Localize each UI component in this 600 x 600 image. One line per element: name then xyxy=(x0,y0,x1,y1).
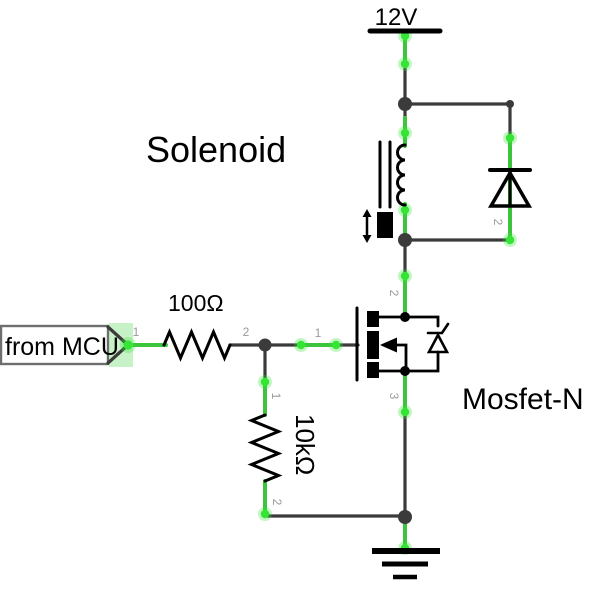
mosfet-source-node xyxy=(400,366,410,376)
mosfet-label[interactable]: Mosfet-N xyxy=(462,383,584,416)
body-diode-cathode xyxy=(426,322,450,335)
mosfet-symbol[interactable]: 1 2 3 xyxy=(315,290,450,400)
resistor-zigzag-icon xyxy=(247,413,283,483)
endpoint-dot[interactable] xyxy=(400,271,410,281)
endpoint-dot[interactable] xyxy=(505,133,515,143)
r2-pin2-number: 2 xyxy=(270,499,284,506)
resistor-r2-symbol[interactable]: 1 2 xyxy=(247,393,285,506)
mosfet-body-link xyxy=(394,343,408,371)
corner-dot[interactable] xyxy=(506,100,514,108)
mosfet-drain-contact xyxy=(367,311,379,327)
r2-pin1-number: 1 xyxy=(269,393,283,400)
r1-value-label[interactable]: 100Ω xyxy=(168,290,224,316)
net-label-from-mcu[interactable]: from MCU xyxy=(0,323,136,367)
r1-pin2-number: 2 xyxy=(243,325,250,339)
net-label-box xyxy=(0,324,110,366)
junction-dot[interactable] xyxy=(258,338,272,352)
mosfet-source-contact xyxy=(367,362,379,378)
endpoint-dot[interactable] xyxy=(260,509,270,519)
mosfet-source-pin-number: 3 xyxy=(387,393,401,400)
junction-dots xyxy=(258,97,514,524)
net-input-label: from MCU xyxy=(5,333,119,361)
solenoid-symbol[interactable] xyxy=(362,140,407,243)
power-symbol-12v[interactable]: 12V xyxy=(367,4,443,34)
ground-symbol[interactable] xyxy=(372,548,440,580)
junction-dot[interactable] xyxy=(398,233,412,247)
mosfet-source-lead xyxy=(377,350,440,373)
endpoint-dot[interactable] xyxy=(400,205,410,215)
mosfet-body-arrow-icon xyxy=(380,337,397,353)
endpoint-dot[interactable] xyxy=(331,340,341,350)
net-label-terminal-dot[interactable] xyxy=(123,340,133,350)
mosfet-drain-lead xyxy=(377,315,440,328)
r2-value-label[interactable]: 10kΩ xyxy=(290,414,320,475)
solenoid-label[interactable]: Solenoid xyxy=(146,129,286,170)
plunger-block xyxy=(377,212,393,238)
endpoint-dot[interactable] xyxy=(296,340,306,350)
endpoint-dot[interactable] xyxy=(505,235,515,245)
resistor-zigzag-icon xyxy=(162,328,232,362)
endpoint-dot[interactable] xyxy=(260,377,270,387)
coil-icon xyxy=(396,143,407,207)
r1-pin1-number: 1 xyxy=(133,325,140,339)
mosfet-drain-pin-number: 2 xyxy=(387,290,401,297)
body-diode-triangle-icon xyxy=(426,332,450,354)
mosfet-drain-node xyxy=(400,312,410,322)
endpoint-dot[interactable] xyxy=(400,128,410,138)
resistor-r1-symbol[interactable]: 1 2 xyxy=(133,325,250,362)
plunger-arrow-down-icon xyxy=(362,235,372,243)
junction-dot[interactable] xyxy=(398,97,412,111)
endpoint-dot[interactable] xyxy=(400,31,410,41)
junction-dot[interactable] xyxy=(398,510,412,524)
endpoint-dot[interactable] xyxy=(400,59,410,69)
flyback-diode-symbol[interactable]: 2 xyxy=(487,168,533,226)
diode-pin-number: 2 xyxy=(491,219,505,226)
power-label: 12V xyxy=(375,4,418,31)
mosfet-gate-pin-number: 1 xyxy=(315,326,322,340)
endpoint-dot[interactable] xyxy=(400,407,410,417)
plunger-arrow-up-icon xyxy=(362,209,372,217)
mosfet-body-contact xyxy=(367,331,379,359)
diode-triangle-icon xyxy=(487,169,533,208)
